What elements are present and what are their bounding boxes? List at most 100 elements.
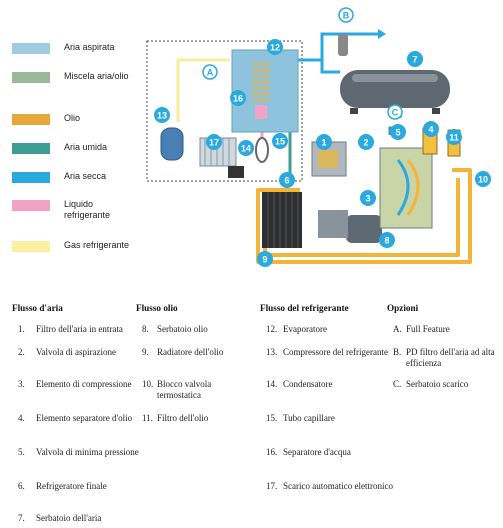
component-row: 4.Elemento separatore d'olio (18, 413, 148, 424)
component-name: Filtro dell'aria in entrata (36, 324, 123, 334)
legend-item: Gas refrigerante (12, 240, 139, 252)
badge-label: 5 (395, 128, 400, 138)
legend-item: Aria umida (12, 142, 139, 154)
pd-filter (338, 34, 348, 56)
badge-circle (238, 140, 254, 156)
compressor-unit (311, 127, 461, 243)
legend-swatch (12, 172, 50, 183)
component-name: Serbatoio dell'aria (36, 513, 102, 523)
legend-label: Aria secca (64, 171, 107, 181)
badge-label: 3 (365, 194, 370, 204)
component-row: 14. Condensatore (266, 379, 395, 390)
component-name: Serbatoio scarico (406, 379, 469, 389)
legend-swatch (12, 200, 50, 211)
component-name: Valvola di aspirazione (36, 347, 116, 357)
option-circle (387, 104, 403, 120)
component-row: 5.Valvola di minima pressione (18, 447, 148, 458)
option-label: A (207, 68, 214, 78)
component-name: Scarico automatico elettronico (283, 481, 393, 491)
badge-circle (390, 124, 406, 140)
badge-label: 15 (275, 137, 285, 147)
badge-label: 4 (428, 125, 433, 135)
badge-circle (423, 121, 439, 137)
air-receiver-tank (340, 70, 450, 114)
component-number: 6. (18, 481, 25, 491)
legend-item: Miscela aria/olio (12, 71, 139, 83)
legend-label: Olio (64, 113, 81, 123)
badge-label: 8 (384, 236, 389, 246)
component-name: Condensatore (283, 379, 333, 389)
badge-label: 17 (209, 138, 219, 148)
option-badges: ABC (202, 7, 403, 120)
option-circle (202, 64, 218, 80)
component-row: 17. Scarico automatico elettronico (266, 481, 395, 492)
legend-label: Gas refrigerante (64, 240, 130, 250)
component-name: Elemento di compressione (36, 379, 132, 389)
badge-label: 13 (157, 111, 167, 121)
badge-circle (316, 134, 332, 150)
component-row: 8. Serbatoio olio (142, 324, 257, 335)
badge-label: 12 (270, 43, 280, 53)
component-row: 13.Compressore del refrigerante (266, 347, 395, 358)
badge-circle (267, 39, 283, 55)
badge-circle (230, 90, 246, 106)
component-name: PD filtro dell'aria ad alta efficienza (406, 347, 495, 368)
legend-item: Aria secca (12, 171, 139, 183)
evaporator-block (231, 49, 299, 133)
component-number: 15. (266, 413, 278, 423)
component-number: 8. (142, 324, 149, 334)
component-number: 17. (266, 481, 278, 491)
badge-circle (154, 107, 170, 123)
component-name: Evaporatore (283, 324, 327, 334)
component-row: 2. Valvola di aspirazione (18, 347, 148, 358)
legend-swatch (12, 114, 50, 125)
component-row: 1. Filtro dell'aria in entrata (18, 324, 148, 335)
column-heading: Flusso d'aria (12, 303, 63, 313)
legend-item: Olio (12, 113, 139, 125)
badge-label: 6 (284, 176, 289, 186)
badge-label: 7 (412, 55, 417, 65)
badge-circle (358, 134, 374, 150)
component-number: 14. (266, 379, 278, 389)
component-row: 7. Serbatoio dell'aria (18, 513, 148, 524)
badge-circle (272, 133, 288, 149)
badge-label: 14 (241, 144, 251, 154)
legend-swatch (12, 43, 50, 54)
badge-circle (257, 251, 273, 267)
legend-item: Liquido refrigerante (12, 199, 139, 221)
badge-circle (279, 172, 295, 188)
column-heading: Flusso olio (136, 303, 178, 313)
component-name: Serbatoio olio (157, 324, 208, 334)
refrigerant-compressor (160, 127, 184, 161)
component-row: 3.Elemento di compressione (18, 379, 148, 390)
component-name: Blocco valvola termostatica (157, 379, 212, 400)
water-separator (255, 105, 267, 119)
option-label: B (343, 11, 350, 21)
component-number: 13. (266, 347, 278, 357)
badge-label: 10 (478, 175, 488, 185)
component-row: 12. Evaporatore (266, 324, 395, 335)
component-row: A.Full Feature (393, 324, 503, 335)
component-row: 9. Radiatore dell'olio (142, 347, 257, 358)
option-circle (338, 7, 354, 23)
capillary-tube (255, 137, 269, 163)
component-number: 9. (142, 347, 149, 357)
component-name: Radiatore dell'olio (157, 347, 224, 357)
badge-label: 11 (449, 133, 459, 143)
legend-swatch (12, 241, 50, 252)
component-number: 10. (142, 379, 154, 389)
component-number: 2. (18, 347, 25, 357)
component-name: Refrigeratore finale (36, 481, 107, 491)
badge-label: 2 (363, 138, 368, 148)
component-name: Tubo capillare (283, 413, 335, 423)
badge-circle (360, 190, 376, 206)
component-number: 7. (18, 513, 25, 523)
component-row: 16.Separatore d'acqua (266, 447, 395, 458)
badge-circle (475, 171, 491, 187)
component-number: 16. (266, 447, 278, 457)
badge-circle (206, 134, 222, 150)
auto-drain (228, 166, 244, 178)
component-number: 12. (266, 324, 278, 334)
component-number: 1. (18, 324, 25, 334)
